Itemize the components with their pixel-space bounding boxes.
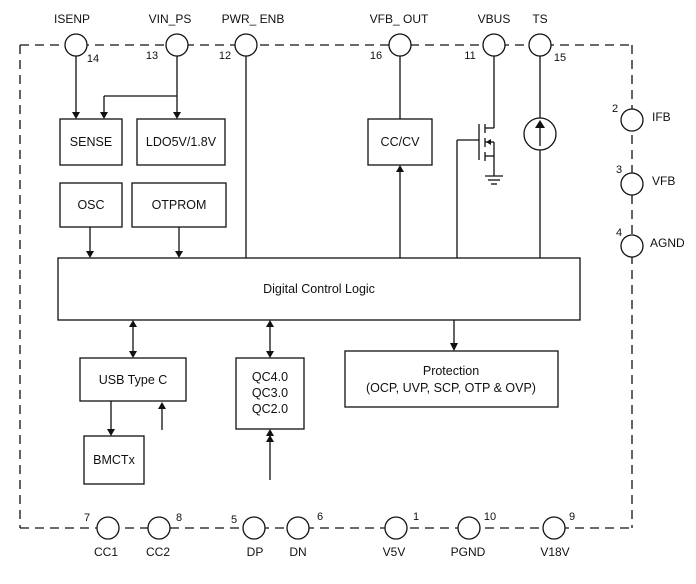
protection-block: Protection (OCP, UVP, SCP, OTP & OVP) [344,350,559,408]
pin-vfb-number: 3 [616,164,622,176]
pin-v18v-number: 9 [569,511,575,523]
pin-agnd-number: 4 [616,227,622,239]
bmctx-label: BMCTx [93,453,135,467]
osc-label: OSC [77,198,104,212]
pin-agnd: AGND 4 [616,227,685,258]
pin-dp-name: DP [247,545,264,559]
pin-cc1-name: CC1 [94,545,118,559]
pin-pwr-enb-number: 12 [219,50,231,62]
pin-pgnd-name: PGND [451,545,486,559]
sense-block: SENSE [59,118,123,166]
otprom-label: OTPROM [152,198,207,212]
pin-v5v-name: V5V [383,545,406,559]
pin-v18v: V18V 9 [540,511,575,559]
pin-vin-ps: VIN_PS 13 [146,12,191,62]
pin-vfb: VFB 3 [616,164,675,196]
pin-dn-name: DN [289,545,306,559]
cccv-block: CC/CV [367,118,433,166]
pin-vfb-out-number: 16 [370,50,382,62]
ldo-block: LDO5V/1.8V [136,118,226,166]
pin-ts-number: 15 [554,52,566,64]
otprom-block: OTPROM [131,182,227,228]
pin-vfb-out: VFB_ OUT 16 [370,12,429,62]
pin-v18v-name: V18V [540,545,569,559]
pin-ifb: IFB 2 [612,103,671,132]
digital-control-logic-label: Digital Control Logic [263,282,375,296]
pin-dp: DP 5 [231,514,266,559]
wires [72,56,557,480]
pin-dn-number: 6 [317,511,323,523]
bmctx-block: BMCTx [83,435,145,485]
pin-vin-ps-name: VIN_PS [149,12,192,26]
pin-cc2: CC2 8 [146,512,182,559]
qc-block: QC4.0 QC3.0 QC2.0 [235,357,305,430]
usb-type-c-label: USB Type C [99,373,168,387]
pin-ts-name: TS [532,12,547,26]
qc-label-1: QC4.0 [252,370,288,384]
pin-vin-ps-number: 13 [146,50,158,62]
qc-label-3: QC2.0 [252,402,288,416]
pin-isenp-name: ISENP [54,12,90,26]
osc-block: OSC [59,182,123,228]
pin-vbus-number: 11 [464,50,475,62]
ldo-label: LDO5V/1.8V [146,135,217,149]
pin-v5v-number: 1 [413,511,419,523]
pin-pwr-enb-name: PWR_ ENB [222,12,285,26]
pin-ifb-name: IFB [652,110,671,124]
protection-list: (OCP, UVP, SCP, OTP & OVP) [366,381,536,395]
pin-pgnd-number: 10 [484,511,496,523]
qc-label-2: QC3.0 [252,386,288,400]
pin-dn: DN 6 [286,511,323,559]
protection-title: Protection [423,364,479,378]
pin-vfb-name: VFB [652,174,675,188]
pin-ifb-number: 2 [612,103,618,115]
cccv-label: CC/CV [381,135,421,149]
pin-dp-number: 5 [231,514,237,526]
pin-pgnd: PGND 10 [451,511,496,559]
pin-vbus-name: VBUS [478,12,511,26]
digital-control-logic-block: Digital Control Logic [57,257,581,321]
usb-type-c-block: USB Type C [79,357,187,402]
pin-pwr-enb: PWR_ ENB 12 [219,12,284,62]
pin-vfb-out-name: VFB_ OUT [370,12,429,26]
pin-cc2-number: 8 [176,512,182,524]
pin-ts: TS 15 [528,12,566,64]
sense-label: SENSE [70,135,112,149]
pin-vbus: VBUS 11 [464,12,510,62]
pin-agnd-name: AGND [650,236,685,250]
pin-cc2-name: CC2 [146,545,170,559]
pin-cc1: CC1 7 [84,512,120,559]
pin-v5v: V5V 1 [383,511,419,559]
pin-cc1-number: 7 [84,512,90,524]
pin-isenp: ISENP 14 [54,12,99,65]
pin-isenp-number: 14 [87,53,99,65]
